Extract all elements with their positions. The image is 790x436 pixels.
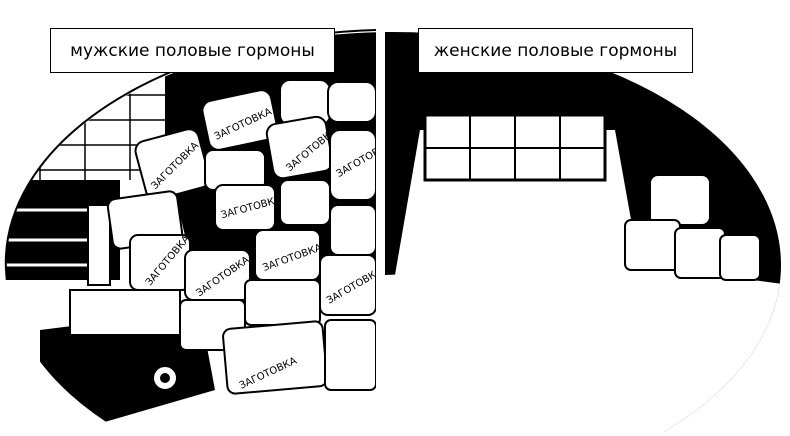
- floor: [385, 265, 781, 432]
- blank-boxes: ЗАГОТОВКА ЗАГОТОВКА ЗАГОТОВКА ЗАГОТОВКА …: [106, 79, 376, 395]
- box-pile: [624, 174, 761, 281]
- control-panel: [87, 204, 111, 286]
- left-panel-title: мужские половые гормоны: [50, 28, 335, 73]
- left-panel-scene: ЗАГОТОВКА ЗАГОТОВКА ЗАГОТОВКА ЗАГОТОВКА …: [4, 29, 376, 432]
- right-panel-title: женские половые гормоны: [418, 28, 693, 73]
- window: [423, 113, 607, 182]
